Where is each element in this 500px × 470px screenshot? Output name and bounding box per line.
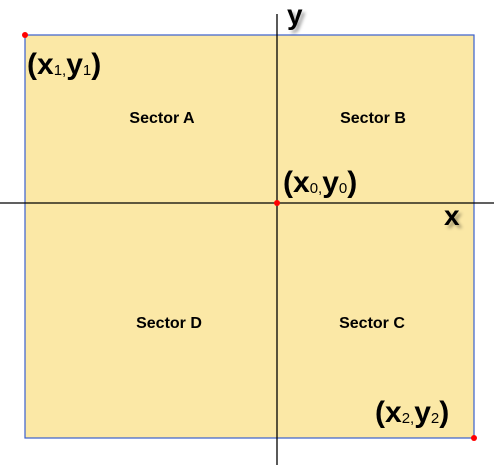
point-p1-label: (x1,y1) [27, 48, 101, 81]
point-p2-label: (x2,y2) [375, 396, 449, 429]
point-p0-label: (x0,y0) [283, 166, 357, 199]
point-p0-dot [274, 200, 280, 206]
point-p2-dot [471, 435, 477, 441]
point-p1-dot [22, 32, 28, 38]
x-axis-name: x [444, 200, 460, 231]
sector-a-label: Sector A [129, 110, 195, 127]
region-rectangle [24, 34, 475, 439]
sector-b-label: Sector B [340, 110, 406, 127]
sector-c-label: Sector C [339, 315, 405, 332]
sector-d-label: Sector D [136, 315, 202, 332]
y-axis-name: y [287, 0, 303, 30]
